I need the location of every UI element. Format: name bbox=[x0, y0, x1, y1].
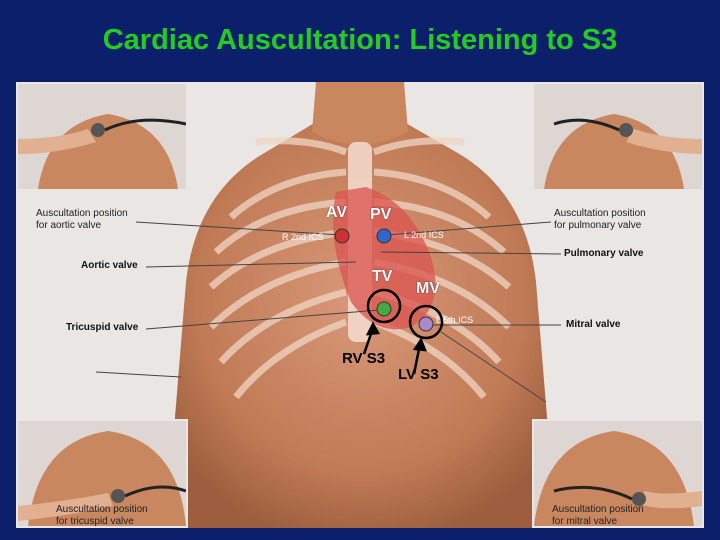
inset-tricuspid bbox=[16, 419, 188, 528]
s3-arrows bbox=[362, 321, 427, 375]
inset-mitral bbox=[532, 419, 704, 528]
lv-s3-circle bbox=[408, 304, 444, 340]
valve-mv: MV bbox=[416, 280, 440, 297]
valve-tv: TV bbox=[372, 268, 393, 285]
valve-av: AV bbox=[326, 204, 348, 221]
torso-illustration bbox=[95, 82, 562, 528]
label-mitral-valve: Mitral valve bbox=[566, 319, 621, 330]
auscultation-figure: Auscultation position for aortic valve A… bbox=[16, 82, 704, 528]
lv-s3-label: LV S3 bbox=[398, 366, 439, 383]
caption-pulmonary-position: Auscultation position for pulmonary valv… bbox=[554, 208, 646, 231]
inset-pulmonary bbox=[532, 82, 704, 191]
rv-s3-label: RV S3 bbox=[342, 350, 386, 367]
mv-dot bbox=[418, 316, 434, 332]
ics-l5: L 5th ICS bbox=[436, 315, 474, 325]
label-aortic-valve: Aortic valve bbox=[81, 260, 138, 271]
heart-shape bbox=[333, 187, 436, 330]
caption-tricuspid-position: Auscultation position for tricuspid valv… bbox=[56, 504, 148, 527]
caption-mitral-position: Auscultation position for mitral valve bbox=[552, 504, 644, 527]
rv-s3-circle bbox=[366, 288, 402, 324]
slide-title: Cardiac Auscultation: Listening to S3 bbox=[102, 24, 618, 56]
pointer-lines bbox=[95, 221, 562, 403]
label-pulmonary-valve: Pulmonary valve bbox=[564, 248, 644, 259]
ics-l2: L 2nd ICS bbox=[404, 230, 444, 240]
tv-dot bbox=[376, 301, 392, 317]
valve-pv: PV bbox=[370, 206, 392, 223]
inset-aortic bbox=[16, 82, 188, 191]
caption-aortic-position: Auscultation position for aortic valve bbox=[36, 208, 128, 231]
pv-dot bbox=[376, 228, 392, 244]
label-tricuspid-valve: Tricuspid valve bbox=[66, 322, 139, 333]
ics-r2: R 2nd ICS bbox=[282, 232, 324, 242]
av-dot bbox=[334, 228, 350, 244]
